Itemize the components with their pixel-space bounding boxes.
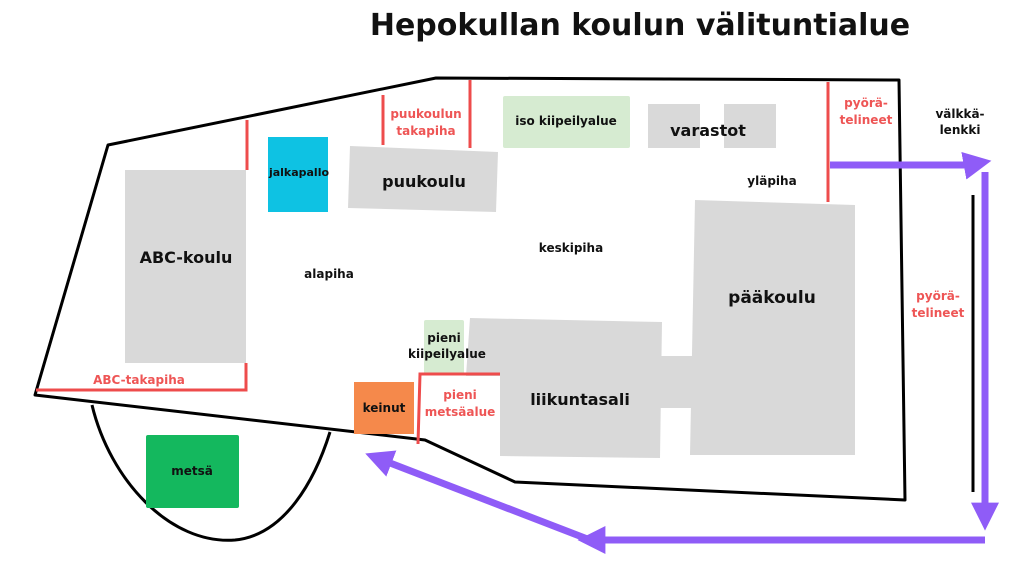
swings-label: keinut [363,401,406,415]
bike-racks-side-label-2: telineet [912,306,965,320]
main-school-building[interactable] [690,200,855,455]
forest-label: metsä [171,464,213,478]
abc-backyard-label: ABC-takapiha [93,373,185,387]
ylapiha-label: yläpiha [747,174,796,188]
gym-label: liikuntasali [530,390,630,409]
bike-racks-side-label-1: pyörä- [916,289,960,303]
puukoulu-backyard-label-1: puukoulun [390,107,461,121]
gym-building[interactable] [466,318,662,458]
football-field[interactable] [268,137,328,212]
valkkalenkki-label-1: välkkä- [935,107,984,121]
map-title: Hepokullan koulun välituntialue [369,8,911,43]
storage-building-2[interactable] [724,104,776,148]
small-forest-area-label-1: pieni [443,388,477,402]
small-climbing-area[interactable] [424,320,464,375]
valkkalenkki-route [365,151,999,554]
forest-boundary [90,404,332,542]
big-climbing-label: iso kiipeilyalue [515,114,617,128]
bike-racks-top-label-2: telineet [840,113,893,127]
puukoulu-label: puukoulu [382,172,466,191]
storage-label: varastot [670,121,746,140]
abc-school-building[interactable] [125,170,246,363]
storage-building-1[interactable] [648,104,700,148]
connector-building [658,356,698,408]
small-forest-area-label-2: metsäalue [425,405,496,419]
valkkalenkki-label-2: lenkki [940,123,981,137]
football-label: jalkapallo [268,166,330,179]
small-climbing-label-1: pieni [427,331,461,345]
small-climbing-label-2: kiipeilyalue [408,347,486,361]
forest-area[interactable] [146,435,239,508]
puukoulu-backyard-label-2: takapiha [396,124,455,138]
big-climbing-area[interactable] [503,96,630,148]
bike-racks-top-label-1: pyörä- [844,96,888,110]
main-school-label: pääkoulu [728,288,816,308]
alapiha-label: alapiha [304,267,354,281]
swings-area[interactable] [354,382,414,434]
puukoulu-building[interactable] [348,146,498,212]
zone-boundary-lines [36,80,830,445]
keskipiha-label: keskipiha [539,241,603,255]
abc-school-label: ABC-koulu [140,248,233,267]
